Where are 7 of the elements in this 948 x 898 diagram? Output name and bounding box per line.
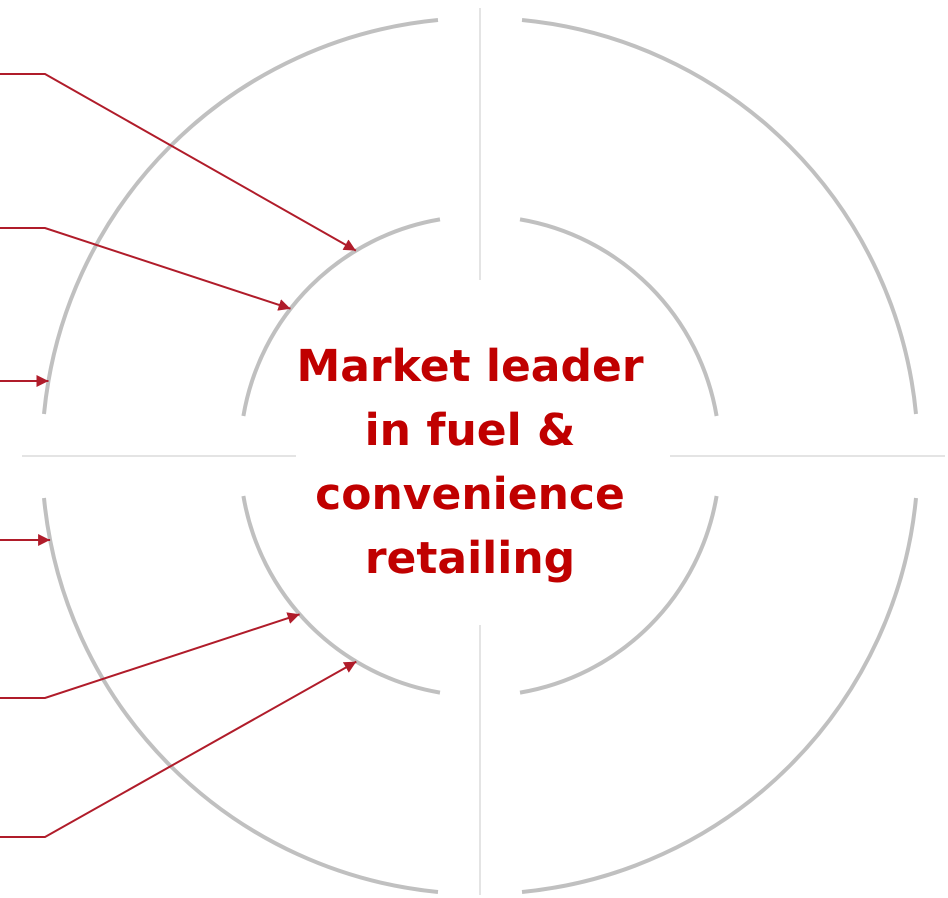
arrow: [0, 375, 48, 387]
arrow: [0, 534, 50, 546]
arrow: [0, 612, 300, 699]
center-heading: Market leader in fuel & convenience retailing: [270, 335, 670, 591]
arrow: [0, 227, 291, 311]
arrow: [0, 73, 356, 252]
arrow: [0, 660, 357, 838]
